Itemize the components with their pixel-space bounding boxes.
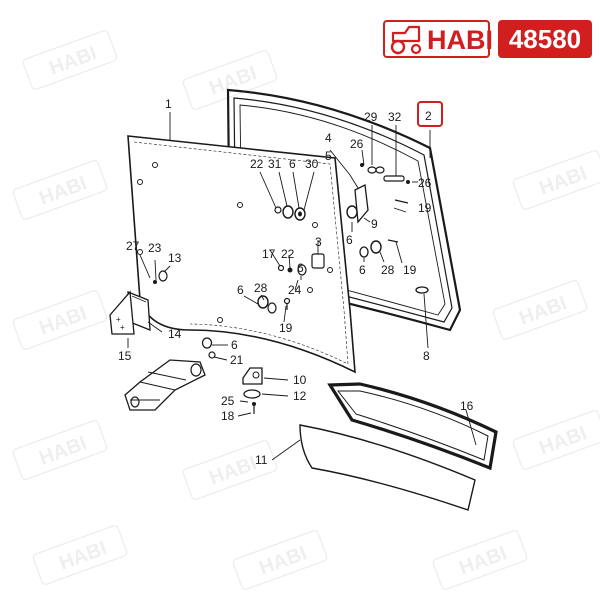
watermark-text: HABI — [206, 452, 259, 489]
callout-21: 21 — [230, 353, 244, 367]
watermark-tile: HABI — [12, 160, 108, 220]
watermark-text: HABI — [36, 432, 89, 469]
callout-11: 11 — [255, 453, 268, 467]
lower-glass-part-11 — [299, 424, 476, 511]
right-side-hardware — [346, 163, 429, 294]
callout-1: 1 — [165, 97, 172, 111]
callout-26-right: 26 — [418, 176, 432, 190]
callout-5: 5 — [325, 149, 332, 163]
watermark-text: HABI — [256, 542, 309, 579]
brand-text: HABI — [427, 25, 493, 55]
callout-31: 31 — [268, 157, 282, 171]
watermark-tile: HABI — [22, 30, 118, 90]
watermark-text: HABI — [46, 42, 99, 79]
callout-32: 32 — [388, 110, 402, 124]
callout-12: 12 — [293, 389, 307, 403]
callout-14: 14 — [168, 327, 182, 341]
callout-6-top: 6 — [289, 157, 296, 171]
callout-27: 27 — [126, 239, 140, 253]
watermark-text: HABI — [206, 62, 259, 99]
callout-17: 17 — [262, 247, 276, 261]
part-number-text: 48580 — [508, 24, 582, 54]
leader-lines — [127, 112, 477, 461]
callout-3: 3 — [315, 235, 322, 249]
callout-22-top: 22 — [250, 157, 264, 171]
callout-9: 9 — [371, 217, 378, 231]
callout-numbers: 1 2 4 5 29 32 26 26 22 31 6 30 9 19 6 3 … — [118, 97, 474, 467]
hinge-arm-assembly — [124, 337, 216, 411]
watermark-text: HABI — [516, 292, 569, 329]
watermark-tile: HABI — [512, 150, 600, 210]
watermark-text: HABI — [36, 172, 89, 209]
callout-24: 24 — [288, 283, 302, 297]
watermark-tile: HABI — [12, 290, 108, 350]
seal-part-16 — [327, 382, 498, 471]
callout-15: 15 — [118, 349, 132, 363]
callout-4: 4 — [325, 131, 332, 145]
watermark-text: HABI — [56, 537, 109, 574]
callout-6-right-a: 6 — [346, 233, 353, 247]
watermark-tile: HABI — [32, 525, 128, 585]
watermark-text: HABI — [536, 162, 589, 199]
svg-text:+: + — [120, 323, 125, 332]
callout-16: 16 — [460, 399, 474, 413]
tractor-icon — [390, 25, 422, 55]
callout-6-left: 6 — [237, 283, 244, 297]
watermark-text: HABI — [36, 302, 89, 339]
watermark-text: HABI — [536, 422, 589, 459]
watermark-text: HABI — [456, 542, 509, 579]
callout-29: 29 — [364, 110, 378, 124]
callout-19-right-bottom: 19 — [403, 263, 417, 277]
part-number-badge: 48580 — [498, 20, 592, 58]
callout-19-mid: 19 — [279, 321, 293, 335]
watermark-tile: HABI — [432, 530, 528, 590]
brand-logo: HABI — [383, 20, 493, 58]
watermark-tile: HABI — [232, 530, 328, 590]
callout-28-right: 28 — [381, 263, 395, 277]
watermark-tile: HABI — [492, 280, 588, 340]
callout-10: 10 — [293, 373, 307, 387]
callout-25: 25 — [221, 394, 235, 408]
callout-23: 23 — [148, 241, 162, 255]
highlight-box-part-2 — [417, 101, 443, 127]
hinge-hardware-center — [257, 205, 325, 314]
lower-bracket-hardware — [242, 367, 263, 414]
callout-18: 18 — [221, 409, 235, 423]
callout-22-mid: 22 — [281, 247, 295, 261]
watermark-tile: HABI — [12, 420, 108, 480]
callout-2: 2 — [425, 109, 432, 123]
svg-text:+: + — [116, 315, 121, 324]
watermark-tile: HABI — [512, 410, 600, 470]
callout-26-top: 26 — [350, 137, 364, 151]
callout-28-left: 28 — [254, 281, 268, 295]
callout-13: 13 — [168, 251, 182, 265]
callout-6-mid: 6 — [297, 261, 304, 275]
callout-6-bottom: 6 — [231, 338, 238, 352]
left-side-hardware: + + — [109, 270, 168, 335]
callout-6-right-b: 6 — [359, 263, 366, 277]
watermark-tile: HABI — [182, 440, 278, 500]
callout-8: 8 — [423, 349, 430, 363]
callout-19-right-top: 19 — [418, 201, 432, 215]
callout-30: 30 — [305, 157, 319, 171]
glass-panel-part-1 — [127, 135, 356, 374]
